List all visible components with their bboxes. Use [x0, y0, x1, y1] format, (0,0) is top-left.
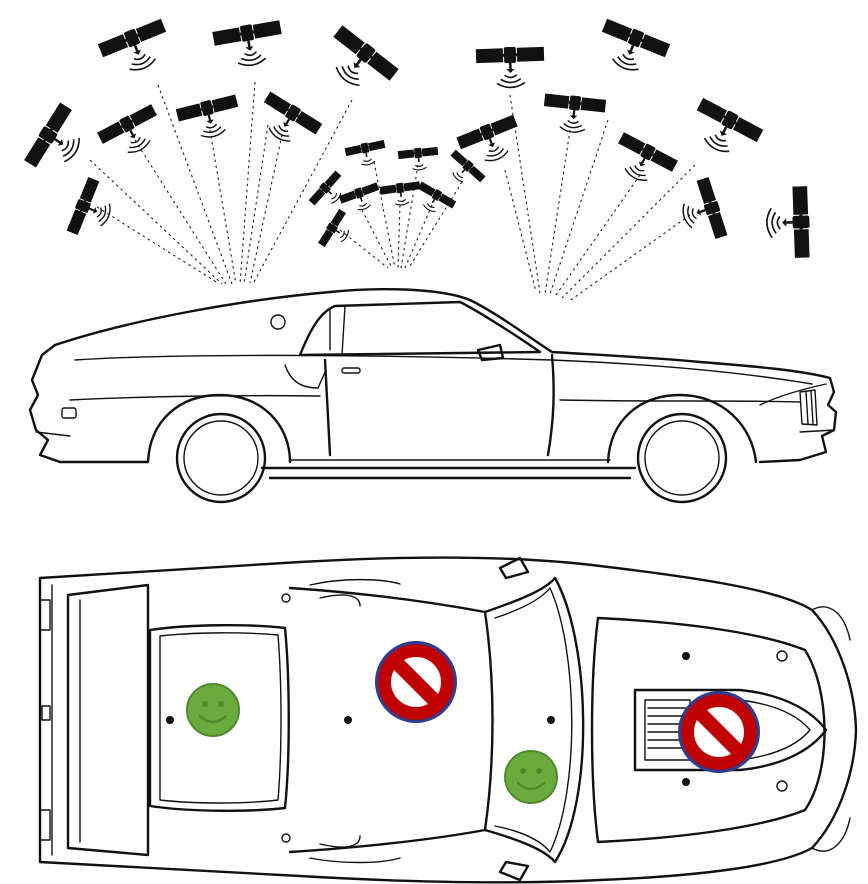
prohibited-sign-icon — [376, 642, 456, 722]
smiley-face-icon — [187, 684, 239, 736]
smiley-face-icon — [505, 751, 557, 803]
car-top-body — [40, 557, 856, 882]
prohibited-sign-icon — [679, 692, 759, 772]
